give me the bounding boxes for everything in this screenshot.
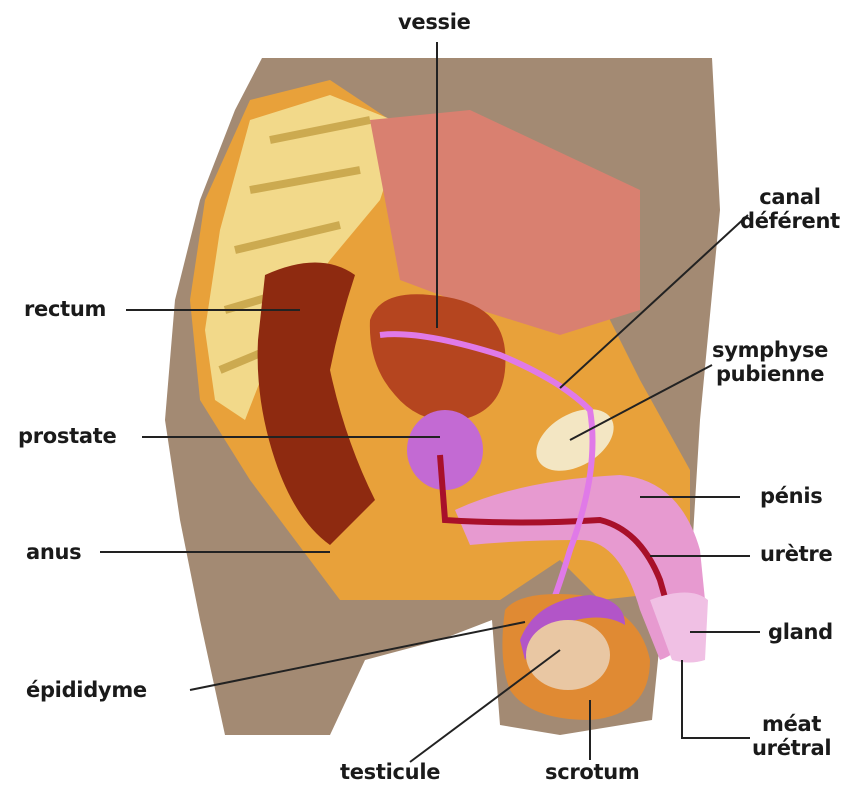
- label-testicule: testicule: [340, 760, 440, 784]
- label-prostate: prostate: [18, 424, 116, 448]
- label-meat-uretral: méat urétral: [752, 712, 831, 760]
- label-penis: pénis: [760, 484, 822, 508]
- label-canal-deferent: canal déférent: [740, 185, 840, 233]
- label-symphyse-pubienne: symphyse pubienne: [712, 338, 828, 386]
- label-vessie: vessie: [398, 10, 471, 34]
- prostate-organ: [407, 410, 483, 490]
- label-anus: anus: [26, 540, 81, 564]
- label-gland: gland: [768, 620, 833, 644]
- label-meat-line2: urétral: [752, 736, 831, 760]
- label-epididyme: épididyme: [26, 678, 147, 702]
- label-symphyse-line1: symphyse: [712, 338, 828, 362]
- label-rectum: rectum: [24, 297, 106, 321]
- label-uretre: urètre: [760, 542, 832, 566]
- label-canal-deferent-line2: déférent: [740, 209, 840, 233]
- label-scrotum: scrotum: [545, 760, 640, 784]
- testis-organ: [526, 620, 610, 690]
- label-symphyse-line2: pubienne: [712, 362, 828, 386]
- label-canal-deferent-line1: canal: [740, 185, 840, 209]
- label-meat-line1: méat: [752, 712, 831, 736]
- leader-meat: [682, 660, 750, 738]
